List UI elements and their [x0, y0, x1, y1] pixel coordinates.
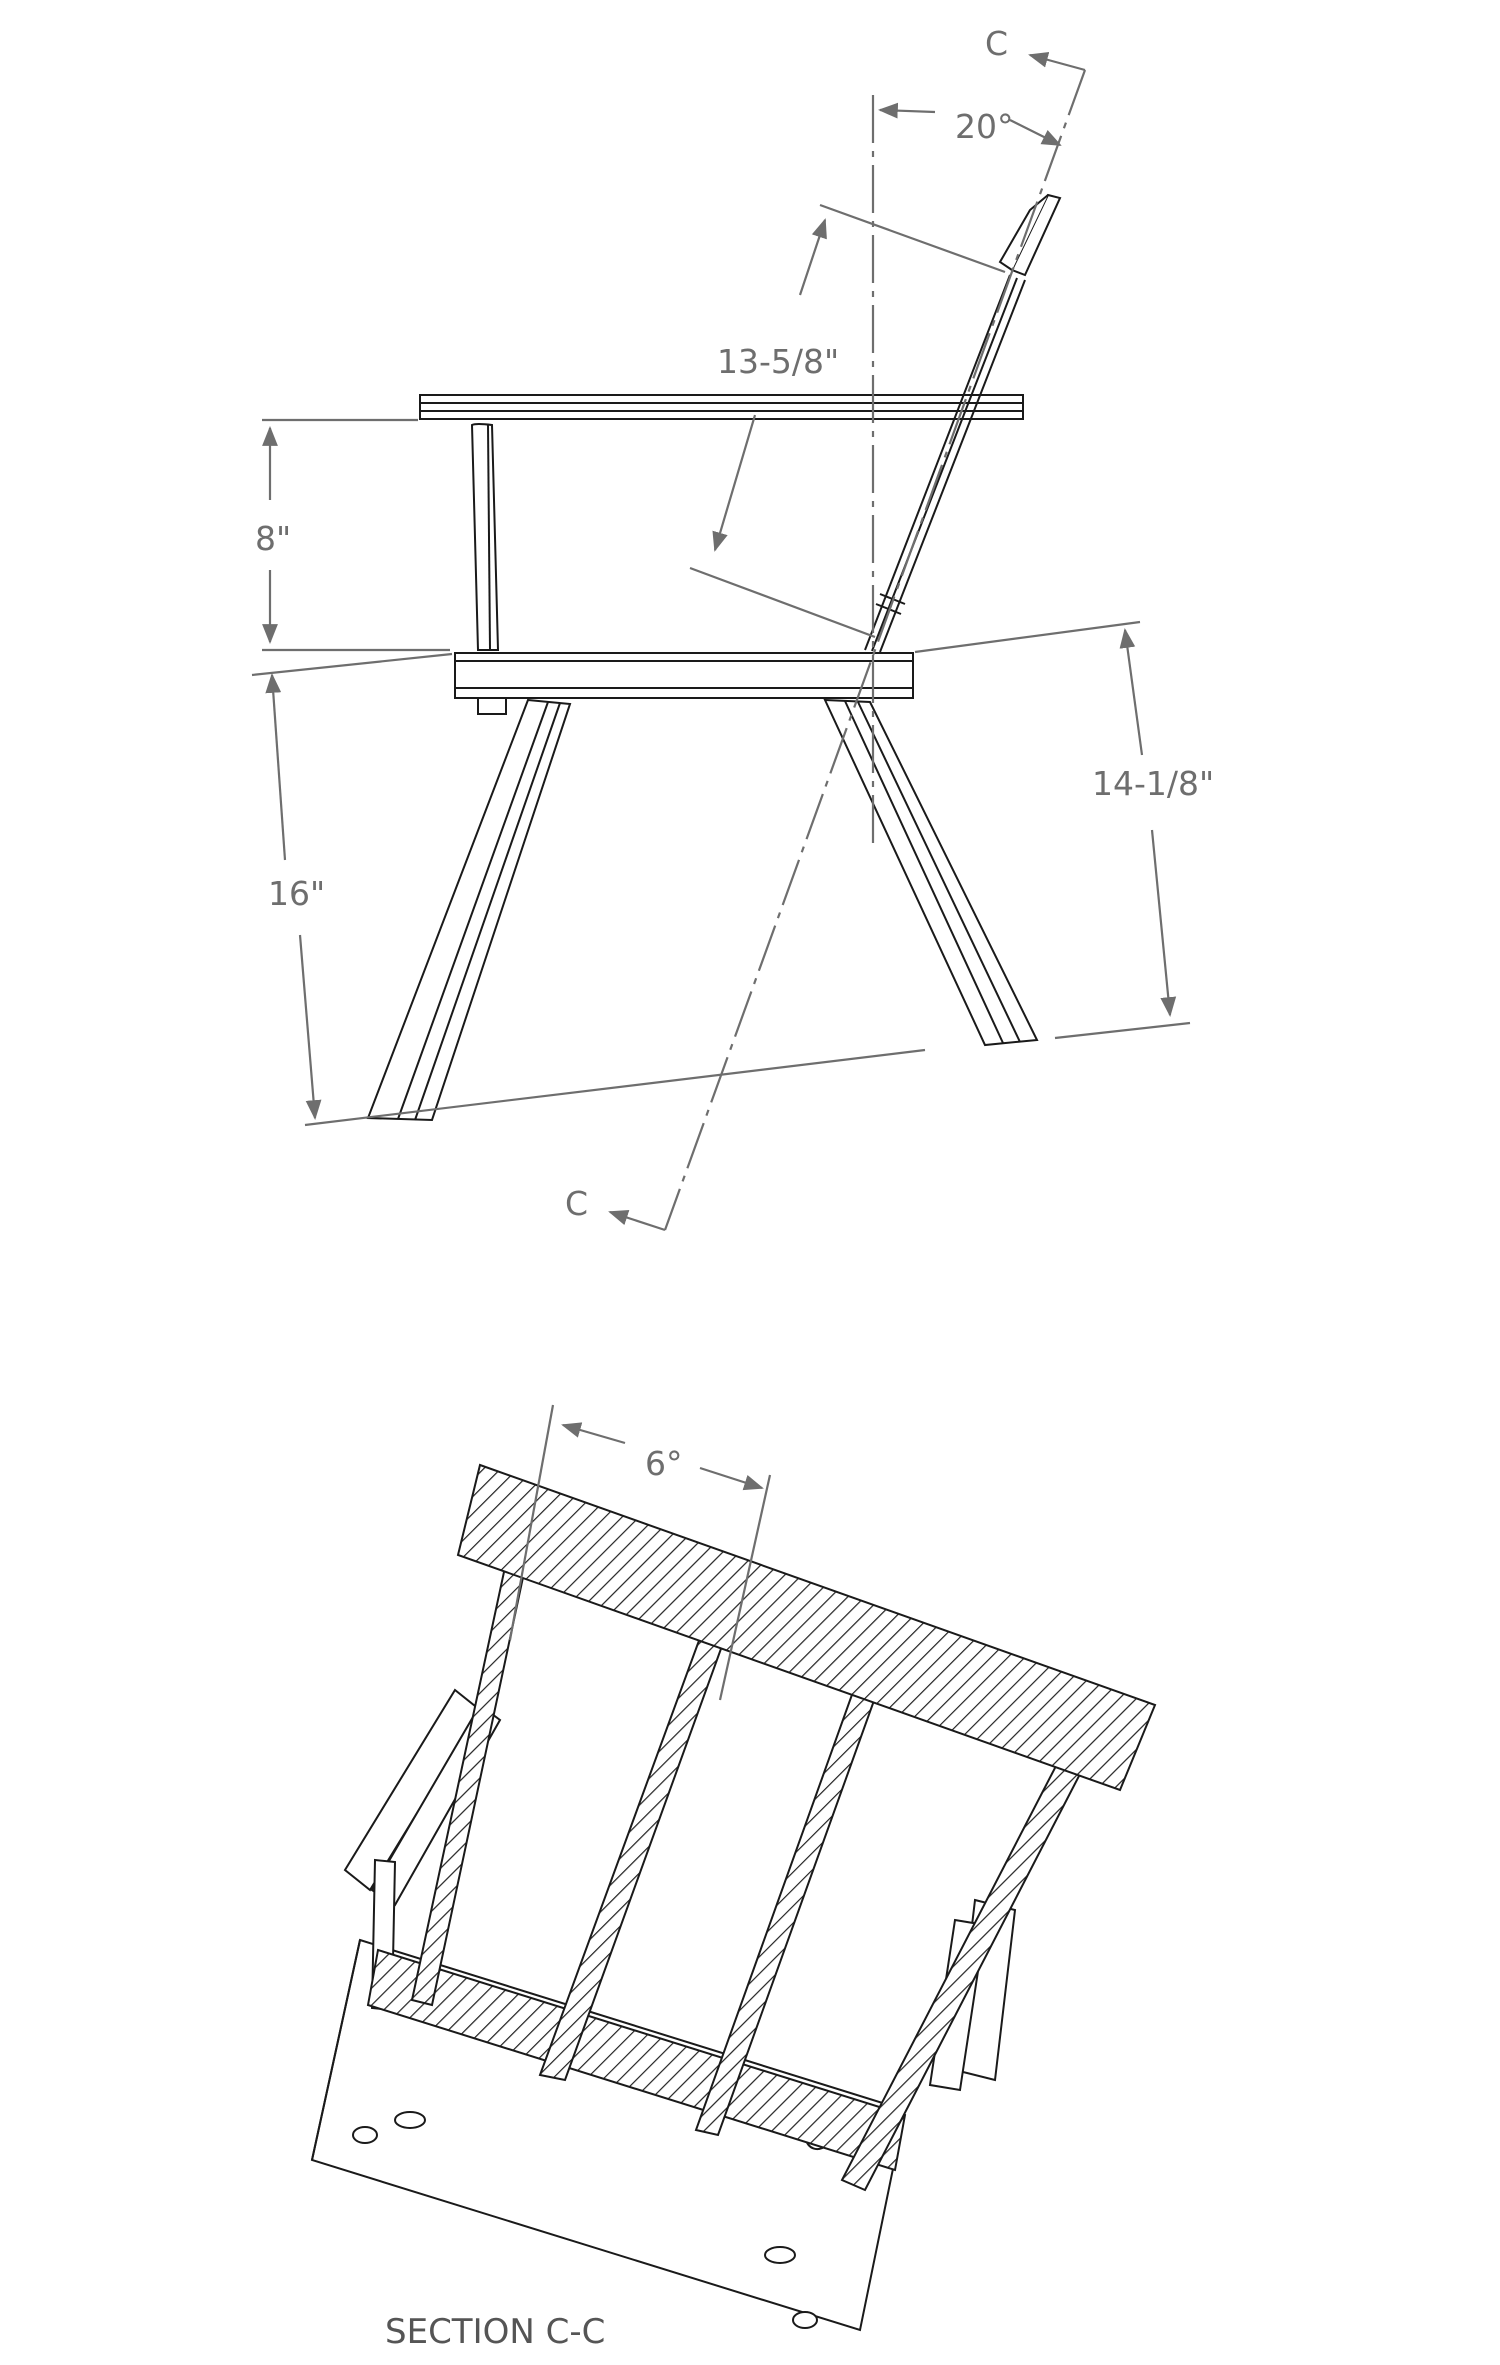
seat-back-height-label: 14-1/8": [1092, 764, 1214, 803]
back-spindle: [864, 193, 1062, 653]
section-view: [310, 1463, 1157, 2332]
front-leg: [366, 698, 572, 1122]
section-dimensions: [508, 1404, 772, 1701]
spindle-4: [840, 1733, 1097, 2192]
back-length-label: 13-5/8": [717, 342, 839, 381]
arm-height-label: 8": [255, 519, 291, 558]
section-caption: SECTION C-C: [385, 2312, 605, 2352]
section-marker-top: C: [985, 24, 1008, 63]
splay-angle-label: 6°: [645, 1444, 683, 1483]
back-leg: [823, 698, 1039, 1047]
side-view: [366, 193, 1062, 1122]
spindle-2: [538, 1603, 737, 2082]
seat: [454, 652, 914, 715]
section-marker-bottom: C: [565, 1184, 588, 1223]
angle-back-label: 20°: [955, 107, 1014, 146]
section-line: [663, 69, 1087, 1231]
arm-post: [470, 423, 500, 651]
top-rail-section: [456, 1463, 1157, 1792]
side-view-dimensions: [251, 52, 1191, 1232]
arm-rest: [419, 394, 1024, 420]
spindle-3: [694, 1648, 892, 2137]
seat-front-height-label: 16": [268, 874, 325, 913]
